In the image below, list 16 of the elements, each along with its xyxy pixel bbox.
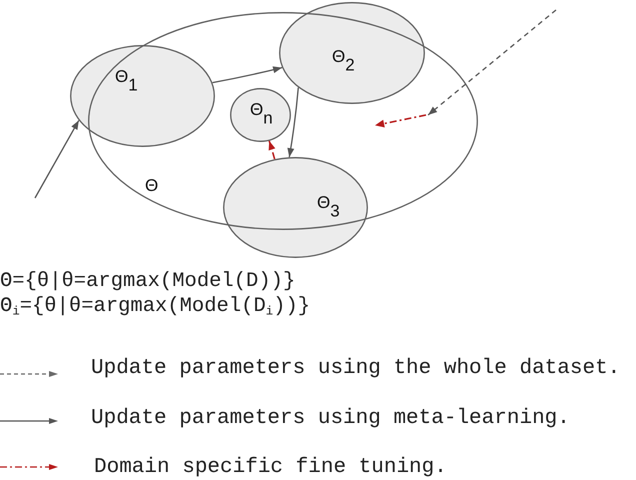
- arrow: [428, 10, 556, 116]
- arrow: [268, 140, 276, 160]
- arrow: [212, 66, 282, 84]
- legend-label: Update parameters using the whole dataset.: [91, 358, 620, 379]
- set-definition-formula: Θ$_{i}$={θ|θ=argmax(Model(D$_{i}$))}: [0, 297, 310, 318]
- arrow: [34, 120, 80, 198]
- set-definition-formula: Θ={θ|θ=argmax(Model(D))}: [0, 272, 296, 292]
- set-ellipse: [88, 12, 478, 230]
- arrow: [287, 88, 299, 158]
- set-ellipse: [223, 157, 368, 258]
- legend-label: Update parameters using meta-learning.: [91, 408, 570, 429]
- set-label: Θ: [145, 177, 158, 194]
- legend-label: Domain specific fine tuning.: [94, 457, 447, 478]
- set-ellipse: [230, 88, 291, 142]
- set-ellipse: [279, 2, 425, 104]
- set-ellipse: [70, 45, 215, 147]
